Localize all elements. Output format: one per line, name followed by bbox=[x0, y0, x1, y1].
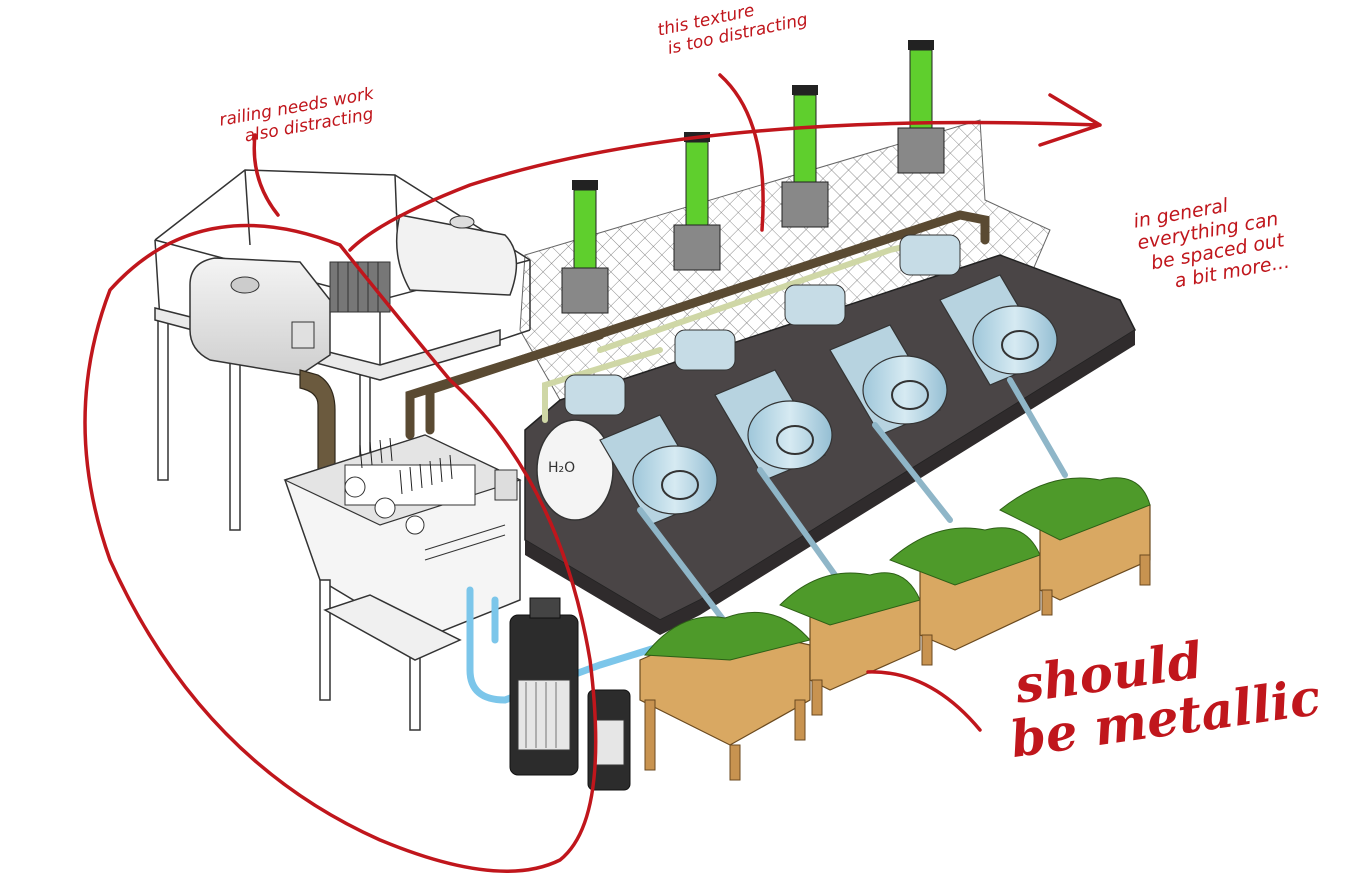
algae-column-1 bbox=[561, 180, 609, 314]
planter-1 bbox=[639, 611, 811, 781]
algae-column-2 bbox=[673, 132, 721, 271]
processing-machine bbox=[283, 434, 522, 641]
circle-annotation bbox=[83, 93, 1102, 873]
algae-column-4 bbox=[897, 40, 945, 174]
table-legs bbox=[154, 307, 501, 531]
texture-pointer bbox=[718, 73, 765, 232]
machine-stand bbox=[319, 579, 462, 731]
drain-pipe bbox=[299, 369, 336, 471]
planter-2 bbox=[779, 572, 921, 716]
algae-column-3 bbox=[781, 85, 829, 228]
brown-manifold bbox=[405, 210, 990, 440]
reactor-unit-4 bbox=[899, 234, 1058, 386]
water-tank bbox=[189, 257, 331, 376]
annotation-strokes bbox=[83, 73, 1102, 873]
reactor-unit-1 bbox=[564, 374, 718, 526]
secondary-pump bbox=[587, 689, 631, 791]
planter-4 bbox=[999, 477, 1151, 616]
main-pump bbox=[509, 597, 579, 776]
railing-pointer bbox=[252, 133, 280, 217]
metallic-pointer bbox=[866, 670, 982, 732]
reactor-unit-2 bbox=[674, 329, 833, 481]
water-pipes bbox=[466, 586, 659, 704]
planter-3 bbox=[889, 527, 1041, 666]
tank-label: H₂O bbox=[548, 460, 575, 476]
feed-tubes bbox=[637, 377, 1068, 625]
reactor-unit-3 bbox=[784, 284, 948, 436]
h2o-tank: H₂O bbox=[536, 419, 614, 521]
storage-drum bbox=[395, 214, 518, 296]
